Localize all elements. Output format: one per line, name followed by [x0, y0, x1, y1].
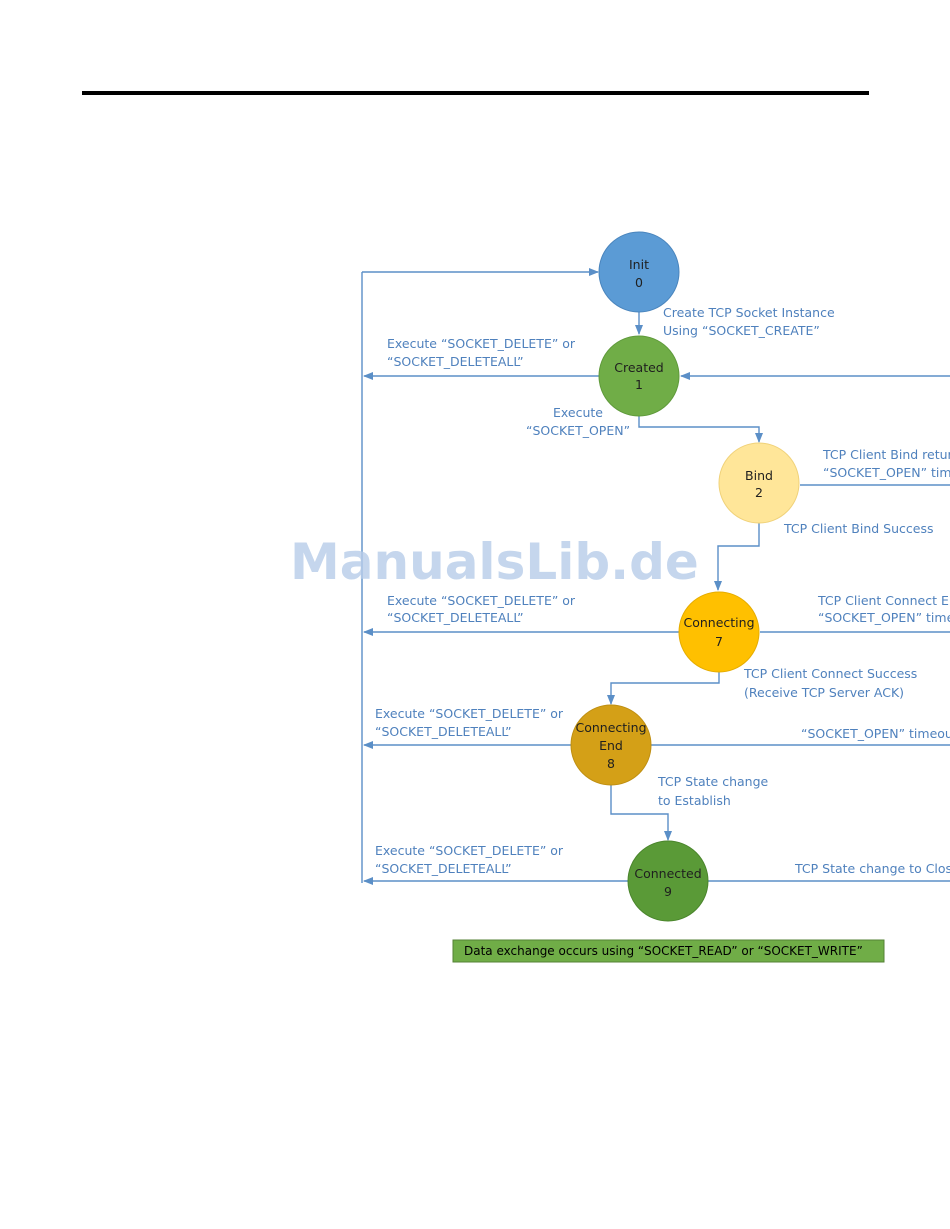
node-connecting-name: Connecting [683, 615, 754, 630]
label-bind-success: TCP Client Bind Success [783, 521, 934, 536]
label-open-timeout: “SOCKET_OPEN” timeou [801, 726, 950, 741]
node-connected: Connected 9 [627, 840, 709, 922]
label-open-2: “SOCKET_OPEN” [526, 423, 630, 438]
connecting-to-end-arrow [607, 671, 720, 705]
watermark: ManualsLib.de [290, 533, 699, 591]
node-connected-name: Connected [634, 866, 701, 881]
label-delete-3a: Execute “SOCKET_DELETE” or [375, 706, 564, 721]
label-open-1: Execute [553, 405, 603, 420]
node-init: Init 0 [598, 231, 680, 313]
label-state-establish-1: TCP State change [657, 774, 769, 789]
created-to-bind-arrow [638, 415, 763, 443]
return-bus [361, 268, 950, 885]
bind-to-connecting-arrow [714, 508, 760, 591]
label-connect-error-1: TCP Client Connect Er [817, 593, 950, 608]
node-connecting-end: Connecting End 8 [570, 704, 652, 786]
label-state-close: TCP State change to Close [794, 861, 950, 876]
data-exchange-note: Data exchange occurs using “SOCKET_READ”… [452, 939, 885, 963]
label-delete-4a: Execute “SOCKET_DELETE” or [375, 843, 564, 858]
label-create-1: Create TCP Socket Instance [663, 305, 835, 320]
label-delete-1a: Execute “SOCKET_DELETE” or [387, 336, 576, 351]
label-delete-3b: “SOCKET_DELETEALL” [375, 724, 512, 739]
node-bind: Bind 2 [718, 442, 800, 524]
node-connecting-num: 7 [715, 634, 723, 649]
label-connect-success-1: TCP Client Connect Success [743, 666, 917, 681]
node-bind-name: Bind [745, 468, 773, 483]
end-to-connected-arrow [610, 785, 672, 841]
label-connect-success-2: (Receive TCP Server ACK) [744, 685, 904, 700]
node-created: Created 1 [598, 335, 680, 417]
label-connect-error-2: “SOCKET_OPEN” time [818, 610, 950, 625]
node-init-name: Init [629, 257, 649, 272]
node-connecting-end-name1: Connecting [575, 720, 646, 735]
label-bind-return-1: TCP Client Bind retur [822, 447, 950, 462]
label-delete-2b: “SOCKET_DELETEALL” [387, 610, 524, 625]
node-bind-num: 2 [755, 485, 763, 500]
label-state-establish-2: to Establish [658, 793, 731, 808]
label-create-2: Using “SOCKET_CREATE” [663, 323, 820, 338]
label-delete-4b: “SOCKET_DELETEALL” [375, 861, 512, 876]
node-connecting-end-name2: End [599, 738, 623, 753]
label-delete-2a: Execute “SOCKET_DELETE” or [387, 593, 576, 608]
node-connected-num: 9 [664, 884, 672, 899]
node-created-num: 1 [635, 377, 643, 392]
node-init-num: 0 [635, 275, 643, 290]
label-bind-return-2: “SOCKET_OPEN” tim [823, 465, 950, 480]
label-delete-1b: “SOCKET_DELETEALL” [387, 354, 524, 369]
node-connecting: Connecting 7 [678, 591, 760, 673]
node-connecting-end-num: 8 [607, 756, 615, 771]
data-exchange-note-text: Data exchange occurs using “SOCKET_READ”… [464, 944, 863, 958]
node-created-name: Created [614, 360, 663, 375]
header-rule [82, 91, 869, 95]
